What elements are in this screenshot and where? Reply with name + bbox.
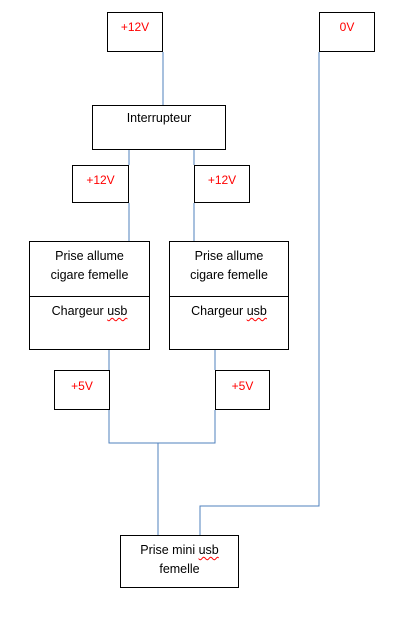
output-socket-line1: Prise mini usb bbox=[121, 541, 238, 560]
left-socket-line1: Prise allume bbox=[55, 249, 124, 263]
right-divider bbox=[170, 296, 288, 297]
right-5v-box: +5V bbox=[215, 370, 270, 410]
left-12v-label: +12V bbox=[86, 173, 115, 187]
output-socket-box: Prise mini usb femelle bbox=[120, 535, 239, 588]
output-socket-prefix: Prise mini bbox=[140, 543, 196, 557]
supply-12v-box: +12V bbox=[107, 12, 163, 52]
right-5v-label: +5V bbox=[231, 379, 254, 393]
supply-12v-label: +12V bbox=[120, 20, 150, 34]
left-charger-word: Chargeur bbox=[51, 304, 104, 318]
wire-ground-to-output bbox=[199, 52, 320, 535]
right-charger-usb: usb bbox=[246, 304, 267, 318]
switch-box: Interrupteur bbox=[92, 105, 226, 150]
left-5v-label: +5V bbox=[71, 379, 93, 393]
right-socket-line1: Prise allume bbox=[194, 249, 264, 263]
switch-label: Interrupteur bbox=[126, 111, 192, 125]
supply-0v-label: 0V bbox=[339, 20, 355, 34]
left-charger-usb: usb bbox=[107, 304, 128, 318]
left-divider bbox=[30, 296, 149, 297]
left-socket-charger-box: Prise allume cigare femelle Chargeur usb bbox=[29, 241, 150, 350]
supply-0v-box: 0V bbox=[319, 12, 375, 52]
wire-5v-merge bbox=[108, 410, 216, 444]
left-5v-box: +5V bbox=[54, 370, 110, 410]
right-12v-box: +12V bbox=[194, 165, 250, 203]
right-socket-line2: cigare femelle bbox=[190, 268, 268, 282]
right-charger-word: Chargeur bbox=[191, 304, 244, 318]
output-socket-usb: usb bbox=[198, 543, 219, 557]
output-socket-line2: femelle bbox=[159, 562, 200, 576]
left-socket-line2: cigare femelle bbox=[50, 268, 129, 282]
left-12v-box: +12V bbox=[72, 165, 129, 203]
right-socket-charger-box: Prise allume cigare femelle Chargeur usb bbox=[169, 241, 289, 350]
right-charger-label: Chargeur usb bbox=[170, 302, 288, 321]
left-charger-label: Chargeur usb bbox=[30, 302, 149, 321]
right-12v-label: +12V bbox=[207, 173, 237, 187]
